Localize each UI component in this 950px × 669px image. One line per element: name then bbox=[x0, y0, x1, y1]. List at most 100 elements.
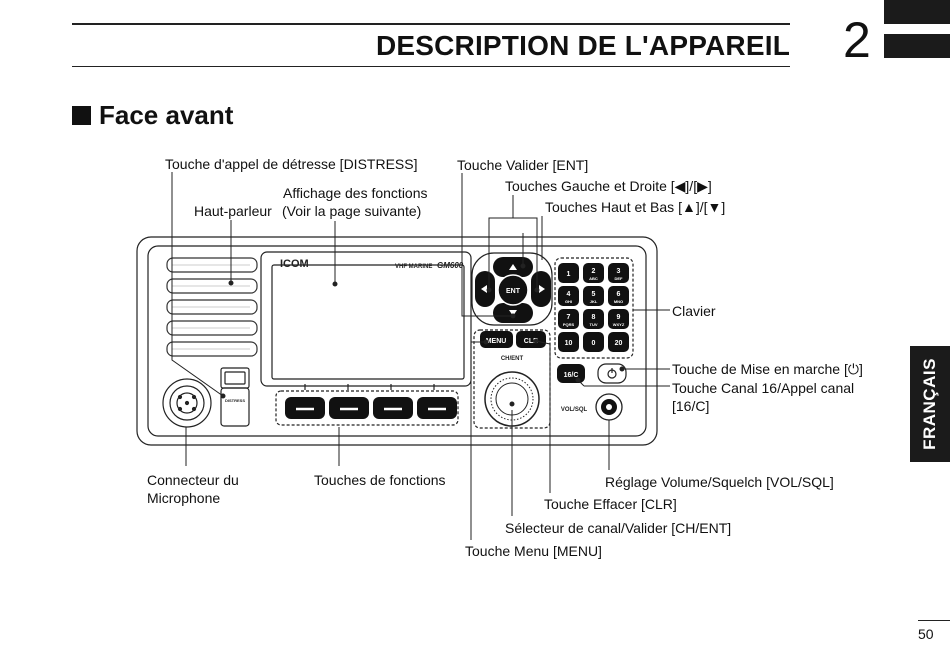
label-mic-2: Microphone bbox=[147, 490, 221, 506]
power-key bbox=[597, 363, 627, 384]
chapter-bar-top bbox=[884, 0, 950, 24]
dpad-keys: ENT bbox=[475, 257, 551, 323]
label-keypad: Clavier bbox=[672, 303, 716, 319]
dpad-surround bbox=[471, 252, 553, 326]
enter-key-text: ENT bbox=[506, 288, 521, 295]
keypad-key-shape bbox=[608, 286, 629, 306]
function-key-bay bbox=[275, 390, 459, 426]
keypad-key-digit: 1 bbox=[567, 271, 571, 278]
label-enter-key: Touche Valider [ENT] bbox=[457, 157, 589, 173]
keypad-key-shape bbox=[583, 286, 604, 306]
keypad-key-digit: 7 bbox=[567, 314, 571, 321]
ch-ent-text: CH/ENT bbox=[501, 356, 524, 362]
label-menu: Touche Menu [MENU] bbox=[465, 543, 602, 559]
section-title: Face avant bbox=[99, 100, 234, 130]
keypad-key-digit: 3 bbox=[617, 268, 621, 275]
keypad-surround bbox=[554, 257, 634, 359]
keypad-key-letters: GHI bbox=[565, 299, 572, 304]
label-clear: Touche Effacer [CLR] bbox=[544, 496, 677, 512]
ch16-key-text: 16/C bbox=[564, 372, 579, 379]
vol-sql-text: VOL/SQL bbox=[561, 407, 588, 413]
section-heading: Face avant bbox=[72, 100, 233, 131]
label-function-display-2: (Voir la page suivante) bbox=[282, 203, 422, 219]
keypad-key-letters: TUV bbox=[590, 322, 598, 327]
menu-key-text: MENU bbox=[486, 338, 507, 345]
language-tab-text: FRANÇAIS bbox=[920, 358, 939, 450]
square-bullet-icon bbox=[72, 106, 91, 125]
keypad-key-digit: 6 bbox=[617, 291, 621, 298]
microphone-connector bbox=[162, 378, 212, 428]
brand-logo: ICOM bbox=[280, 258, 309, 270]
model-prefix: VHF MARINE bbox=[395, 264, 432, 270]
keypad-key-shape bbox=[558, 286, 579, 306]
keypad-key-letters: JKL bbox=[590, 299, 598, 304]
label-vol-sql: Réglage Volume/Squelch [VOL/SQL] bbox=[605, 474, 834, 490]
keypad-key-digit: 5 bbox=[592, 291, 596, 298]
keypad-key-digit: 8 bbox=[592, 314, 596, 321]
keypad-key-digit: 10 bbox=[565, 340, 573, 347]
keypad-key-letters: ABC bbox=[589, 276, 598, 281]
language-tab: FRANÇAIS bbox=[910, 346, 950, 462]
keypad-key: 20 bbox=[608, 332, 629, 352]
keypad-key-letters: DEF bbox=[615, 276, 624, 281]
keypad-key-digit: 20 bbox=[615, 340, 623, 347]
display-bezel bbox=[260, 251, 472, 387]
keypad-key-letters: MNO bbox=[614, 299, 623, 304]
label-mic-1: Connecteur du bbox=[147, 472, 239, 488]
label-ch16-2: [16/C] bbox=[672, 398, 710, 414]
chapter-number: 2 bbox=[843, 12, 871, 68]
keypad-key-letters: WXYZ bbox=[613, 322, 625, 327]
label-function-keys: Touches de fonctions bbox=[314, 472, 446, 488]
keypad-key: 1 bbox=[558, 263, 579, 283]
chapter-bar-bottom bbox=[884, 34, 950, 58]
label-ch-selector: Sélecteur de canal/Valider [CH/ENT] bbox=[505, 520, 732, 536]
page-title: DESCRIPTION DE L'APPAREIL bbox=[375, 30, 790, 61]
label-left-right: Touches Gauche et Droite [◀]/[▶] bbox=[505, 178, 712, 194]
keypad-key-shape bbox=[608, 263, 629, 283]
label-function-display-1: Affichage des fonctions bbox=[283, 185, 428, 201]
ch16-key: 16/C bbox=[557, 364, 585, 383]
keypad-key-digit: 2 bbox=[592, 268, 596, 275]
keypad-key: 0 bbox=[583, 332, 604, 352]
keypad-key-digit: 0 bbox=[592, 340, 596, 347]
keypad-key-shape bbox=[558, 309, 579, 329]
label-speaker: Haut-parleur bbox=[194, 203, 272, 219]
keypad-key-letters: PQRS bbox=[563, 322, 575, 327]
keypad-key-shape bbox=[608, 332, 629, 352]
radio-body-outline bbox=[136, 236, 658, 446]
distress-key bbox=[220, 367, 250, 427]
function-keys bbox=[285, 397, 457, 419]
vol-sql-knob bbox=[595, 393, 623, 421]
distress-key-text: DISTRESS bbox=[225, 398, 245, 403]
menu-clr-keys: MENU CLR bbox=[480, 331, 546, 348]
display-screen bbox=[271, 264, 465, 380]
keypad-key-digit: 4 bbox=[567, 291, 571, 298]
clr-key-text: CLR bbox=[524, 338, 538, 345]
header-bottom-rule bbox=[72, 66, 790, 67]
label-distress: Touche d'appel de détresse [DISTRESS] bbox=[165, 156, 418, 172]
keypad-key-shape bbox=[558, 263, 579, 283]
label-power: Touche de Mise en marche [⏻] bbox=[672, 361, 863, 377]
leader-lines bbox=[171, 172, 670, 540]
keypad-key-shape bbox=[583, 332, 604, 352]
keypad-key-digit: 9 bbox=[617, 314, 621, 321]
keypad-key-shape bbox=[558, 332, 579, 352]
label-ch16-1: Touche Canal 16/Appel canal bbox=[672, 380, 855, 396]
header-top-rule bbox=[72, 23, 790, 25]
model-name: GM600 bbox=[437, 261, 464, 270]
keypad-key-shape bbox=[608, 309, 629, 329]
label-up-down: Touches Haut et Bas [▲]/[▼] bbox=[545, 199, 726, 215]
footer-rule bbox=[918, 620, 950, 621]
keypad-key-shape bbox=[583, 263, 604, 283]
page-number: 50 bbox=[918, 626, 934, 642]
speaker-grille bbox=[166, 257, 258, 357]
